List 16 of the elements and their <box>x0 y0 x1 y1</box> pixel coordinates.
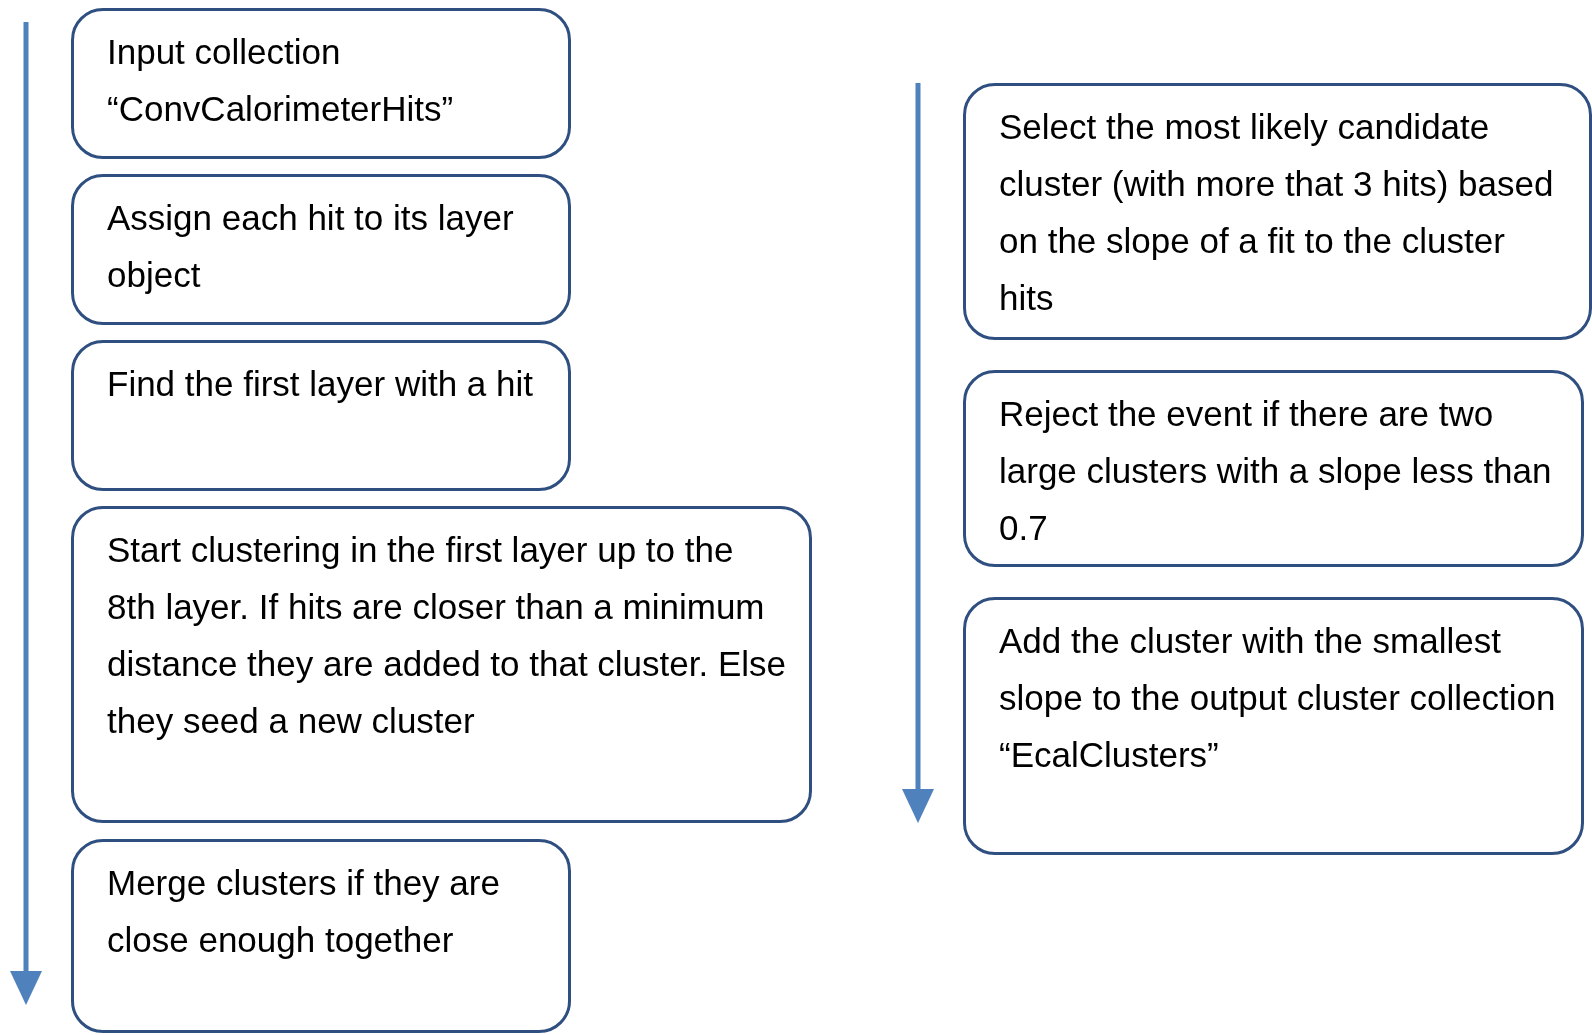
step-text: Assign each hit to its layer object <box>107 197 515 296</box>
process-box <box>963 370 1584 567</box>
step-text: Input collection “ConvCalorimeterHits” <box>107 31 455 130</box>
process-box <box>71 506 812 823</box>
step-text: Select the most likely candidate cluster (with more that 3 hits) based on the slope of a fit to the cluster hits <box>999 106 1555 319</box>
step-text: Reject the event if there are two large clusters with a slope less than 0.7 <box>999 393 1553 549</box>
step-text: Start clustering in the first layer up to the 8th layer. If hits are closer than a minimum distance they are added to that cluster. Else they seed a new cluster <box>107 529 788 742</box>
step-text: Find the first layer with a hit <box>107 363 534 405</box>
step-text: Merge clusters if they are close enough together <box>107 862 501 961</box>
process-box <box>71 174 571 325</box>
step-text: Add the cluster with the smallest slope to the output cluster collection “EcalClusters” <box>999 620 1557 776</box>
process-box <box>71 340 571 491</box>
process-box <box>71 839 571 1033</box>
process-box <box>963 83 1592 340</box>
process-box <box>71 8 571 159</box>
process-box <box>963 597 1584 855</box>
